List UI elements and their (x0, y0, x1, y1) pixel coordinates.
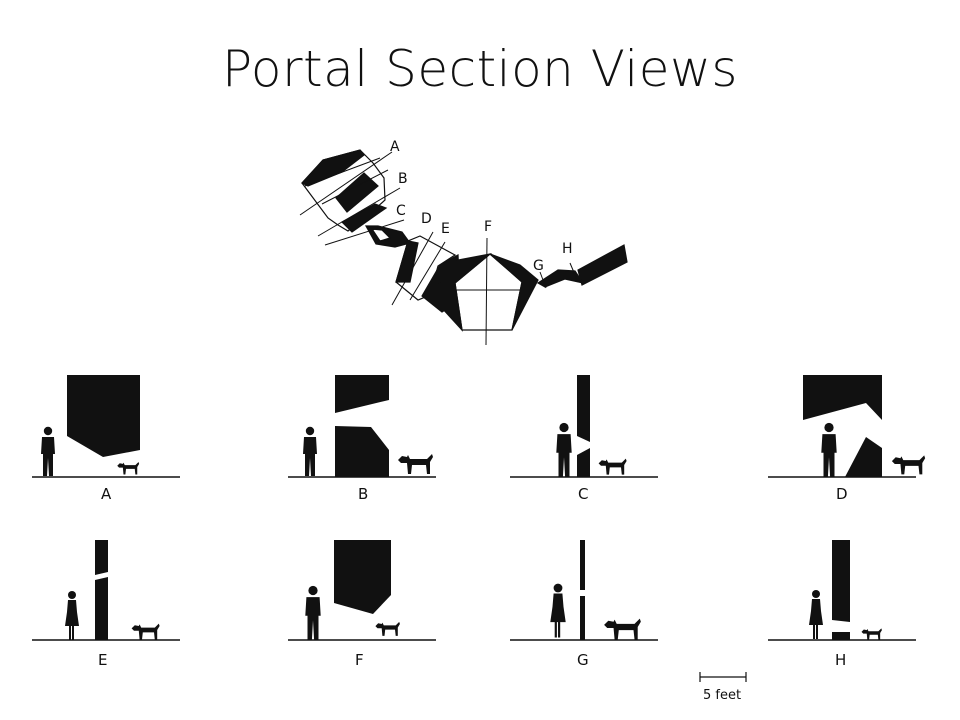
section-label-b: B (358, 485, 368, 503)
scale-bar-label: 5 feet (703, 688, 741, 703)
section-h: H (768, 540, 916, 669)
section-e-shape-top (95, 540, 108, 575)
section-g-shape-top (580, 540, 585, 590)
plan-label-b: B (398, 171, 408, 187)
section-d: D (768, 375, 926, 503)
section-label-d: D (836, 485, 848, 503)
dog-icon (398, 454, 433, 474)
section-a-shape (67, 375, 140, 457)
section-f: F (288, 540, 436, 669)
plan-label-a: A (390, 139, 400, 155)
section-b-shape-top (335, 375, 389, 413)
child-icon (65, 591, 79, 640)
woman-icon (809, 590, 823, 639)
plan-label-c: C (396, 203, 406, 219)
person-icon (556, 422, 572, 477)
section-d-shape-top (803, 375, 882, 420)
woman-icon (550, 583, 566, 638)
section-c: C (510, 375, 658, 503)
dog-icon (598, 458, 627, 475)
section-label-e: E (98, 651, 107, 669)
section-d-shape-bottom (845, 437, 882, 477)
scale-bar (699, 672, 747, 682)
section-label-g: G (577, 651, 589, 669)
plan-label-f: F (484, 219, 492, 235)
plan-label-d: D (421, 211, 432, 227)
plan-labels: A B C D E F G H (390, 139, 573, 274)
section-label-f: F (355, 651, 364, 669)
section-e: E (32, 540, 180, 669)
section-label-a: A (101, 485, 112, 503)
plan-label-g: G (533, 258, 544, 274)
section-g-shape-bottom (580, 596, 585, 640)
dog-icon (604, 618, 641, 640)
section-c-shape-bottom (577, 448, 590, 477)
section-cut-lines (299, 151, 579, 346)
plan-label-e: E (441, 221, 450, 237)
section-h-shape-bottom (832, 632, 850, 640)
plan-segment-east (577, 244, 628, 286)
section-label-h: H (835, 651, 846, 669)
dog-icon (375, 621, 400, 636)
page-title: Portal Section Views (222, 40, 738, 98)
section-a: A (32, 375, 180, 503)
dog-icon (861, 628, 882, 640)
dog-icon (131, 623, 160, 640)
section-c-shape-top (577, 375, 590, 442)
dog-icon (891, 455, 926, 475)
section-b: B (288, 375, 436, 503)
dog-icon (117, 462, 140, 475)
plan-label-h: H (562, 241, 573, 257)
section-label-c: C (578, 485, 588, 503)
section-g: G (510, 540, 658, 669)
person-icon (305, 585, 321, 640)
person-icon (41, 426, 55, 476)
person-icon (303, 426, 317, 476)
section-f-shape (334, 540, 391, 614)
section-b-shape-bottom (335, 426, 389, 477)
plan-view (301, 149, 628, 332)
section-h-shape-top (832, 540, 850, 622)
person-icon (821, 422, 837, 477)
section-e-shape-bottom (95, 577, 108, 640)
